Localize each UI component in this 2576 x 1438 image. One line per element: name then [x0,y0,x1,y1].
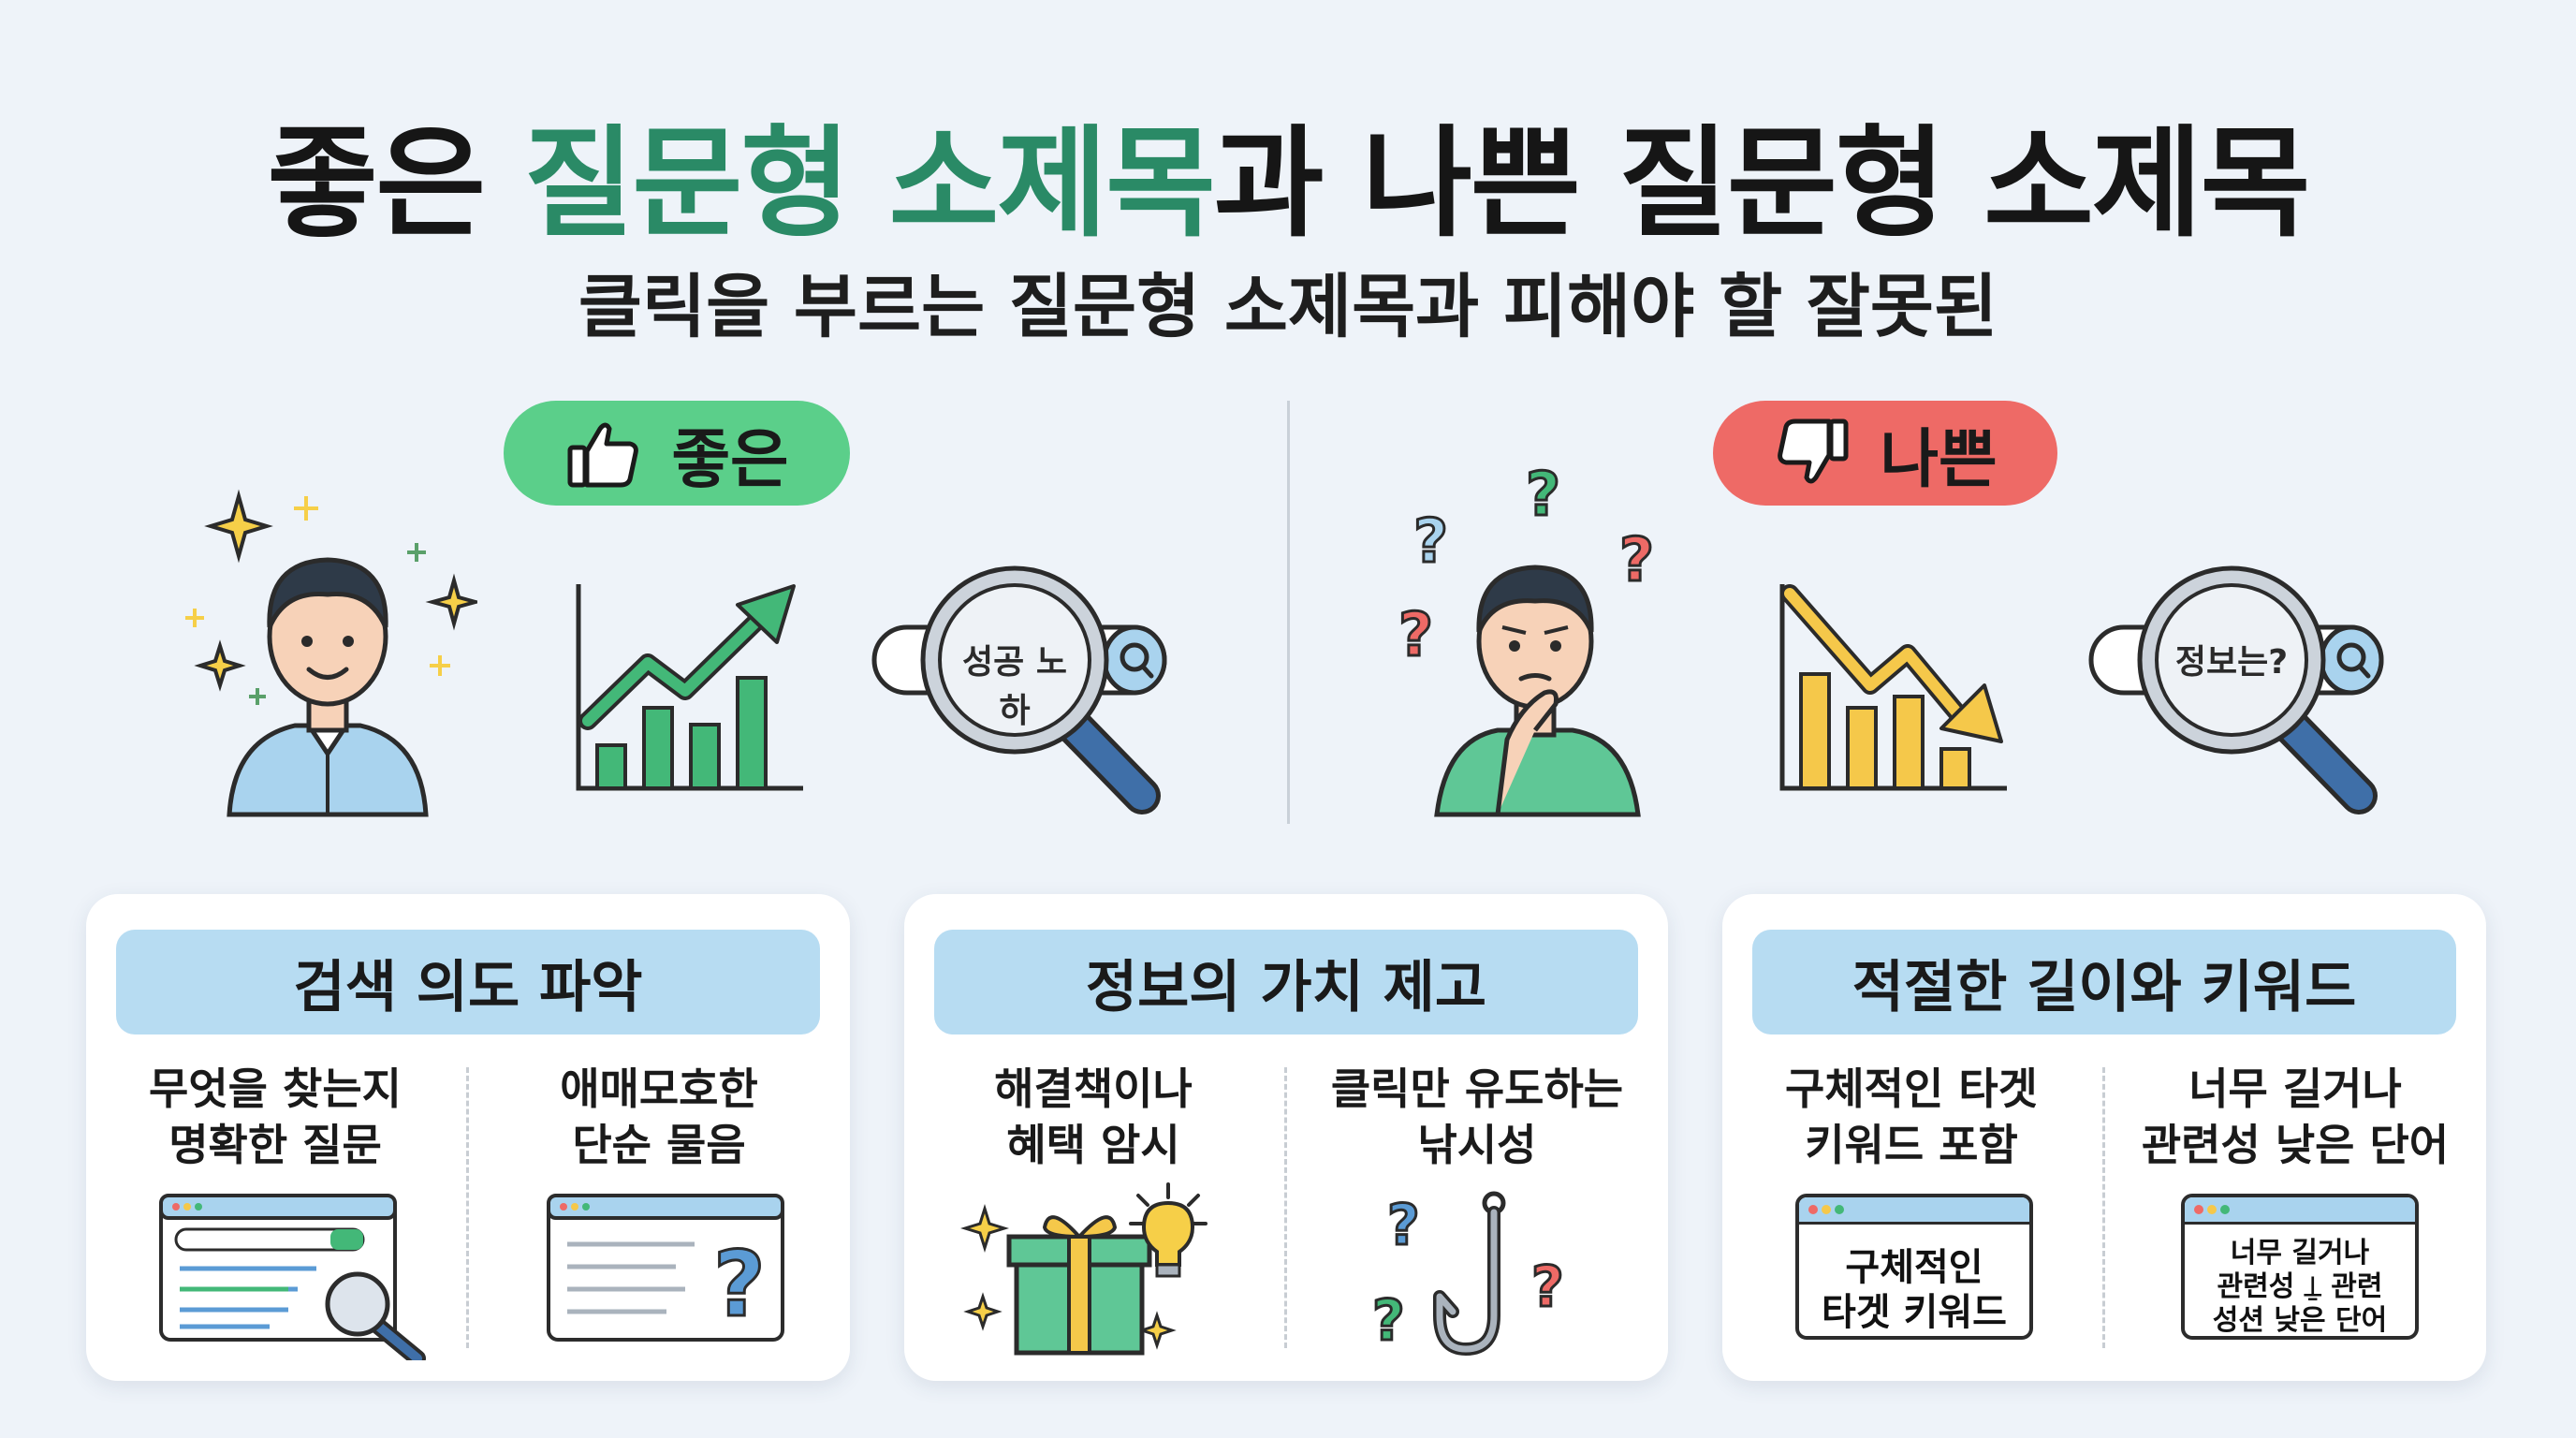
column-divider [2102,1067,2105,1348]
bad-point: 애매모호한 단순 물음 [560,1064,758,1170]
happy-person-icon [185,489,477,817]
good-search-illustration: 성공 노하 [871,562,1179,824]
page-title: 좋은 질문형 소제목과 나쁜 질문형 소제목 [267,114,2311,254]
card-heading: 검색 의도 파악 [116,930,820,1034]
good-point: 구체적인 타겟 키워드 포함 [1785,1064,2038,1170]
gift-lightbulb-icon [960,1182,1208,1356]
column-divider [1284,1067,1287,1348]
svg-text:?: ? [1398,601,1433,670]
good-search-text: 성공 노하 [962,643,1067,730]
falling-chart-icon [1779,584,2007,791]
search-window-icon [159,1194,426,1360]
window-line: 너무 길거나 [2230,1237,2370,1269]
rising-chart-icon [576,584,803,791]
confused-person-icon: ? ? ? ? [1398,460,1656,817]
card-heading: 정보의 가치 제고 [934,930,1638,1034]
svg-text:?: ? [1526,461,1560,530]
question-window-icon: ? [547,1194,784,1342]
svg-text:?: ? [1531,1255,1564,1320]
window-line: 구체적인 [1845,1246,1983,1289]
card-heading: 적절한 길이와 키워드 [1752,930,2456,1034]
bad-search-illustration: 정보는? [2087,562,2396,824]
page-subtitle: 클릭을 부르는 질문형 소제목과 피해야 할 잘못된 [578,267,1998,347]
keyword-window: 구체적인 타겟 키워드 [1795,1194,2033,1340]
good-point: 무엇을 찾는지 명확한 질문 [149,1064,402,1170]
long-title-window: 너무 길거나 관련성 ⍊ 관련 성션 낮은 단어 [2181,1194,2419,1340]
fishhook-icon: ? ? ? [1372,1191,1565,1356]
good-badge: 좋은 [504,401,850,506]
window-line: 타겟 키워드 [1822,1291,2007,1334]
card-length-keywords: 적절한 길이와 키워드 구체적인 타겟 키워드 포함 너무 길거나 관련성 낮은… [1722,894,2486,1381]
svg-text:?: ? [1619,526,1654,595]
column-divider [466,1067,469,1348]
bad-point: 클릭만 유도하는 낚시성 [1330,1064,1624,1170]
thumbs-up-icon [567,422,639,488]
card-search-intent: 검색 의도 파악 무엇을 찾는지 명확한 질문 애매모호한 단순 물음 ? [86,894,850,1381]
good-point: 해결책이나 혜택 암시 [994,1064,1193,1170]
title-accent: 질문형 소제목 [523,114,1216,254]
bad-search-text: 정보는? [2174,643,2289,682]
window-line: 성션 낮은 단어 [2212,1304,2388,1337]
window-line: 관련성 ⍊ 관련 [2217,1270,2383,1303]
center-divider [1287,401,1290,824]
svg-text:?: ? [1413,507,1448,577]
card-information-value: 정보의 가치 제고 해결책이나 혜택 암시 클릭만 유도하는 낚시성 ? ? ? [904,894,1668,1381]
svg-text:?: ? [1387,1193,1420,1258]
bad-point: 너무 길거나 관련성 낮은 단어 [2141,1064,2450,1170]
svg-text:?: ? [713,1232,766,1337]
bad-badge: 나쁜 [1713,401,2057,506]
svg-text:?: ? [1372,1288,1405,1354]
thumbs-down-icon [1778,418,1849,484]
